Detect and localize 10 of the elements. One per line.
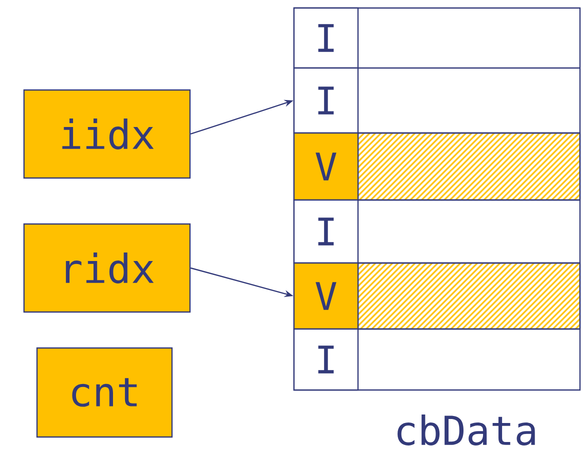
table-caption: cbData <box>398 414 535 446</box>
flag-cell: V <box>293 262 359 330</box>
flag-cell: I <box>293 328 359 391</box>
variable-box: iidx <box>23 89 191 179</box>
variable-box: ridx <box>23 223 191 313</box>
flag-cell: I <box>293 67 359 134</box>
variable-box: cnt <box>36 347 173 438</box>
flag-cell: I <box>293 199 359 264</box>
flag-cell: I <box>293 7 359 69</box>
flag-cell: V <box>293 132 359 201</box>
